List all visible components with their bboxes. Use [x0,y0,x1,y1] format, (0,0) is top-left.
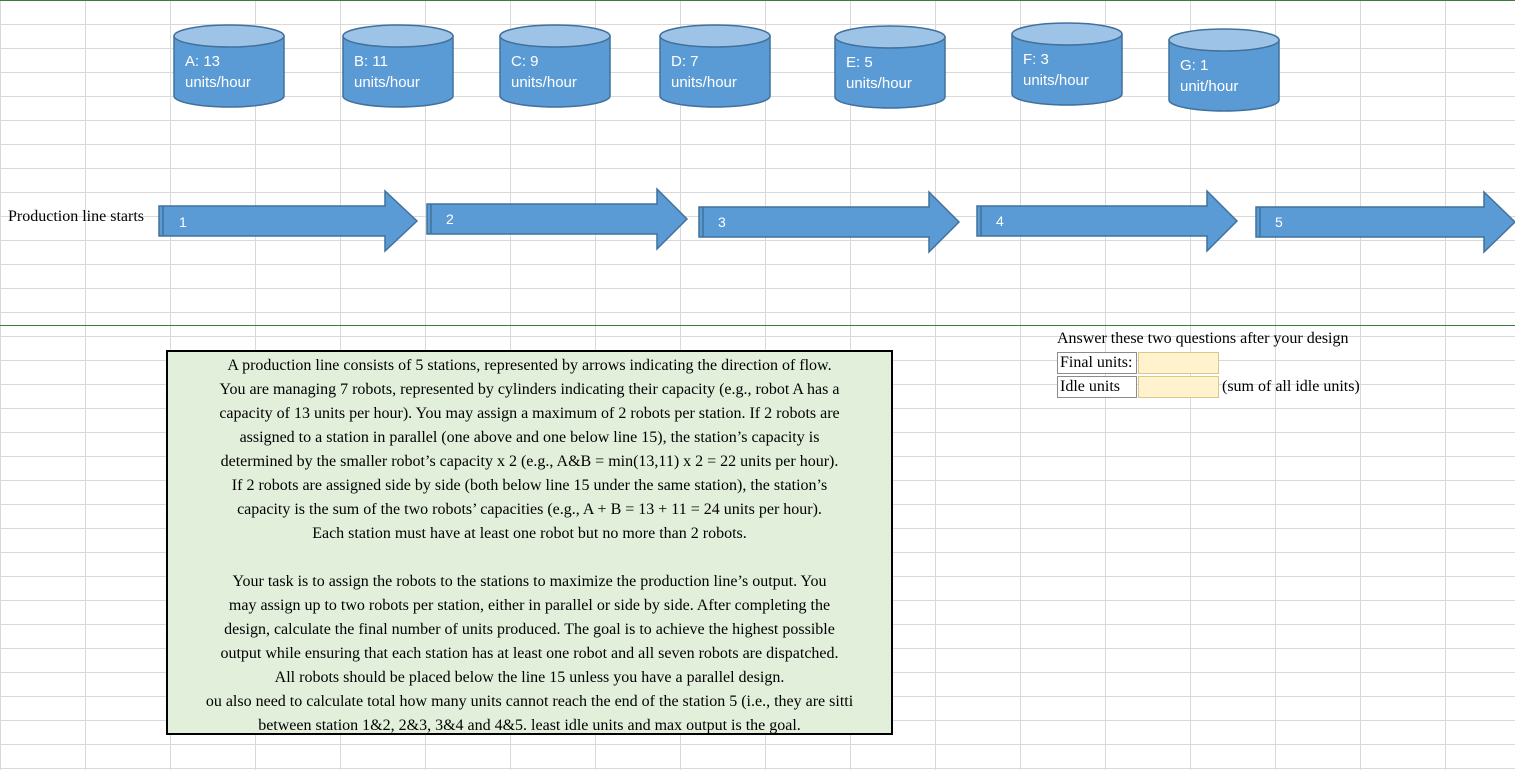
station-2-arrow[interactable]: 2 [425,187,689,251]
station-3-number: 3 [718,214,726,230]
instructions-last-line: between station 1&2, 2&3, 3&4 and 4&5. l… [258,717,801,734]
production-line-start-label: Production line starts [8,208,144,225]
station-5-number: 5 [1275,214,1283,230]
idle-units-label: Idle units [1057,376,1137,398]
station-1-arrow[interactable]: 1 [157,189,419,253]
idle-units-note: (sum of all idle units) [1222,378,1360,395]
instructions-clipped-line: ou also need to calculate total how many… [205,693,854,710]
instructions-textbox[interactable]: A production line consists of 5 stations… [166,350,893,735]
top-border-line [0,0,1515,1]
instructions-paragraph-2: Your task is to assign the robots to the… [220,573,839,686]
station-1-number: 1 [179,214,187,230]
station-3-arrow[interactable]: 3 [697,190,961,254]
instructions-paragraph-1: A production line consists of 5 stations… [219,357,840,542]
station-4-number: 4 [996,213,1004,229]
paragraph-gap [168,546,891,570]
idle-units-input[interactable] [1138,376,1219,398]
answer-section-title: Answer these two questions after your de… [1057,330,1349,347]
final-units-label: Final units: [1057,352,1137,374]
station-5-arrow[interactable]: 5 [1254,190,1515,254]
station-4-arrow[interactable]: 4 [975,189,1239,253]
final-units-input[interactable] [1138,352,1219,374]
divider-line [0,325,1515,326]
station-2-number: 2 [446,211,454,227]
